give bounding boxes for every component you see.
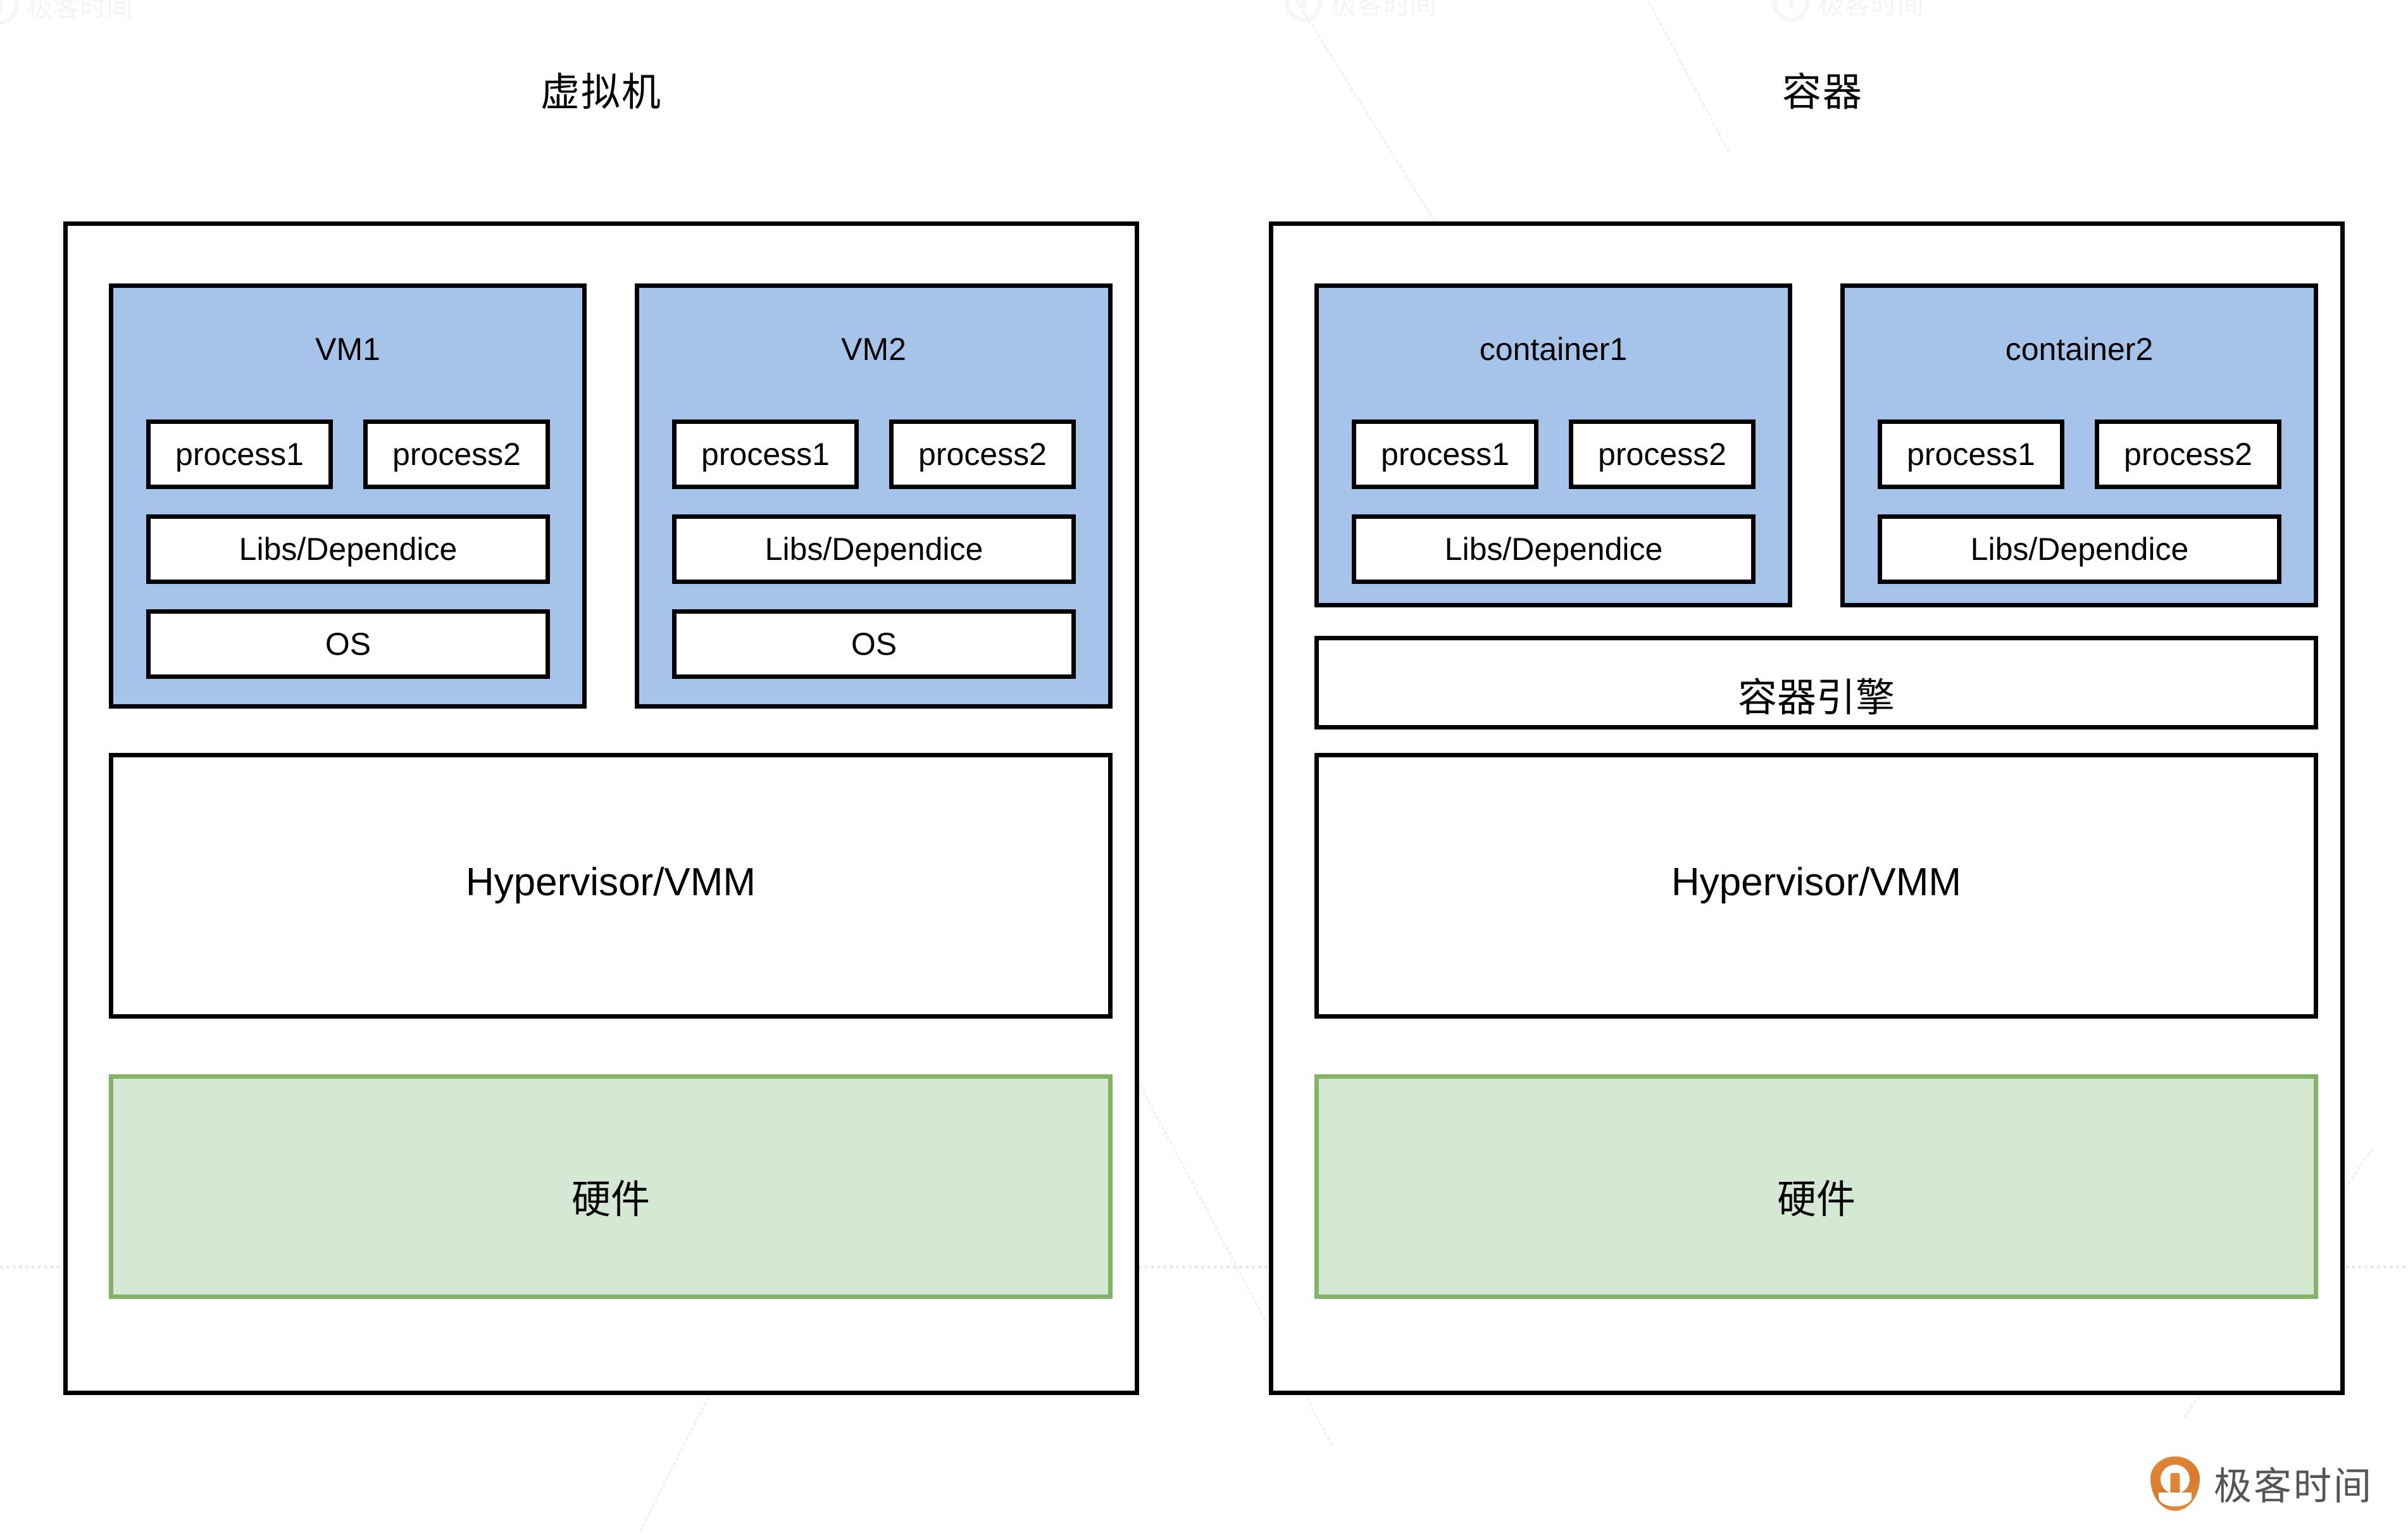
guest-title-vm1: VM1 — [315, 332, 380, 367]
guest-box-container1[interactable]: container1 process1 process2 Libs/Depend… — [1314, 283, 1792, 607]
process-box-container1-process2[interactable]: process2 — [1569, 419, 1756, 489]
guest-title-container1: container1 — [1479, 332, 1628, 367]
watermark-tile: 极客时间 — [0, 0, 133, 25]
watermark-tile: 极客时间 — [1285, 0, 1437, 22]
brand-logo: 极客时间 — [2150, 1456, 2373, 1511]
watermark-logo-icon — [1285, 0, 1323, 22]
watermark-logo-icon — [0, 0, 19, 25]
guest-title-container2: container2 — [2005, 332, 2154, 367]
libs-box-vm2[interactable]: Libs/Dependice — [672, 514, 1076, 584]
hardware-box-container[interactable]: 硬件 — [1314, 1074, 2318, 1299]
process-box-container1-process1[interactable]: process1 — [1352, 419, 1538, 489]
process-box-container2-process2[interactable]: process2 — [2095, 419, 2281, 489]
libs-box-container1[interactable]: Libs/Dependice — [1352, 514, 1756, 584]
os-box-vm2[interactable]: OS — [672, 609, 1076, 679]
watermark-logo-icon — [1772, 0, 1810, 22]
guest-box-container2[interactable]: container2 process1 process2 Libs/Depend… — [1840, 283, 2318, 607]
hardware-label-container: 硬件 — [1776, 1178, 1856, 1222]
process-box-vm1-process2[interactable]: process2 — [363, 419, 550, 489]
guest-box-vm1[interactable]: VM1 process1 process2 Libs/Dependice OS — [109, 283, 587, 709]
guest-box-vm2[interactable]: VM2 process1 process2 Libs/Dependice OS — [635, 283, 1113, 709]
guest-title-vm2: VM2 — [841, 332, 906, 367]
watermark-tile: 极客时间 — [1772, 0, 1924, 22]
geektime-logo-icon — [2150, 1456, 2200, 1511]
column-title-container: 容器 — [1781, 71, 1863, 115]
os-box-vm1[interactable]: OS — [146, 609, 550, 679]
hypervisor-label-vm: Hypervisor/VMM — [465, 860, 756, 904]
libs-box-vm1[interactable]: Libs/Dependice — [146, 514, 550, 584]
hardware-box-vm[interactable]: 硬件 — [109, 1074, 1113, 1299]
process-box-vm1-process1[interactable]: process1 — [146, 419, 333, 489]
container-engine-label: 容器引擎 — [1737, 676, 1895, 720]
hypervisor-box-vm[interactable]: Hypervisor/VMM — [109, 753, 1113, 1019]
hypervisor-box-container[interactable]: Hypervisor/VMM — [1314, 753, 2318, 1019]
brand-name: 极客时间 — [2214, 1465, 2373, 1508]
container-engine-box[interactable]: 容器引擎 — [1314, 636, 2318, 729]
column-title-vm: 虚拟机 — [540, 71, 662, 115]
process-box-vm2-process1[interactable]: process1 — [672, 419, 859, 489]
watermark-text: 极客时间 — [1330, 0, 1437, 20]
libs-box-container2[interactable]: Libs/Dependice — [1878, 514, 2281, 584]
process-box-vm2-process2[interactable]: process2 — [889, 419, 1076, 489]
hardware-label-vm: 硬件 — [571, 1178, 650, 1222]
watermark-text: 极客时间 — [1818, 0, 1925, 20]
hypervisor-label-container: Hypervisor/VMM — [1671, 860, 1962, 904]
watermark-text: 极客时间 — [27, 0, 134, 22]
process-box-container2-process1[interactable]: process1 — [1878, 419, 2064, 489]
